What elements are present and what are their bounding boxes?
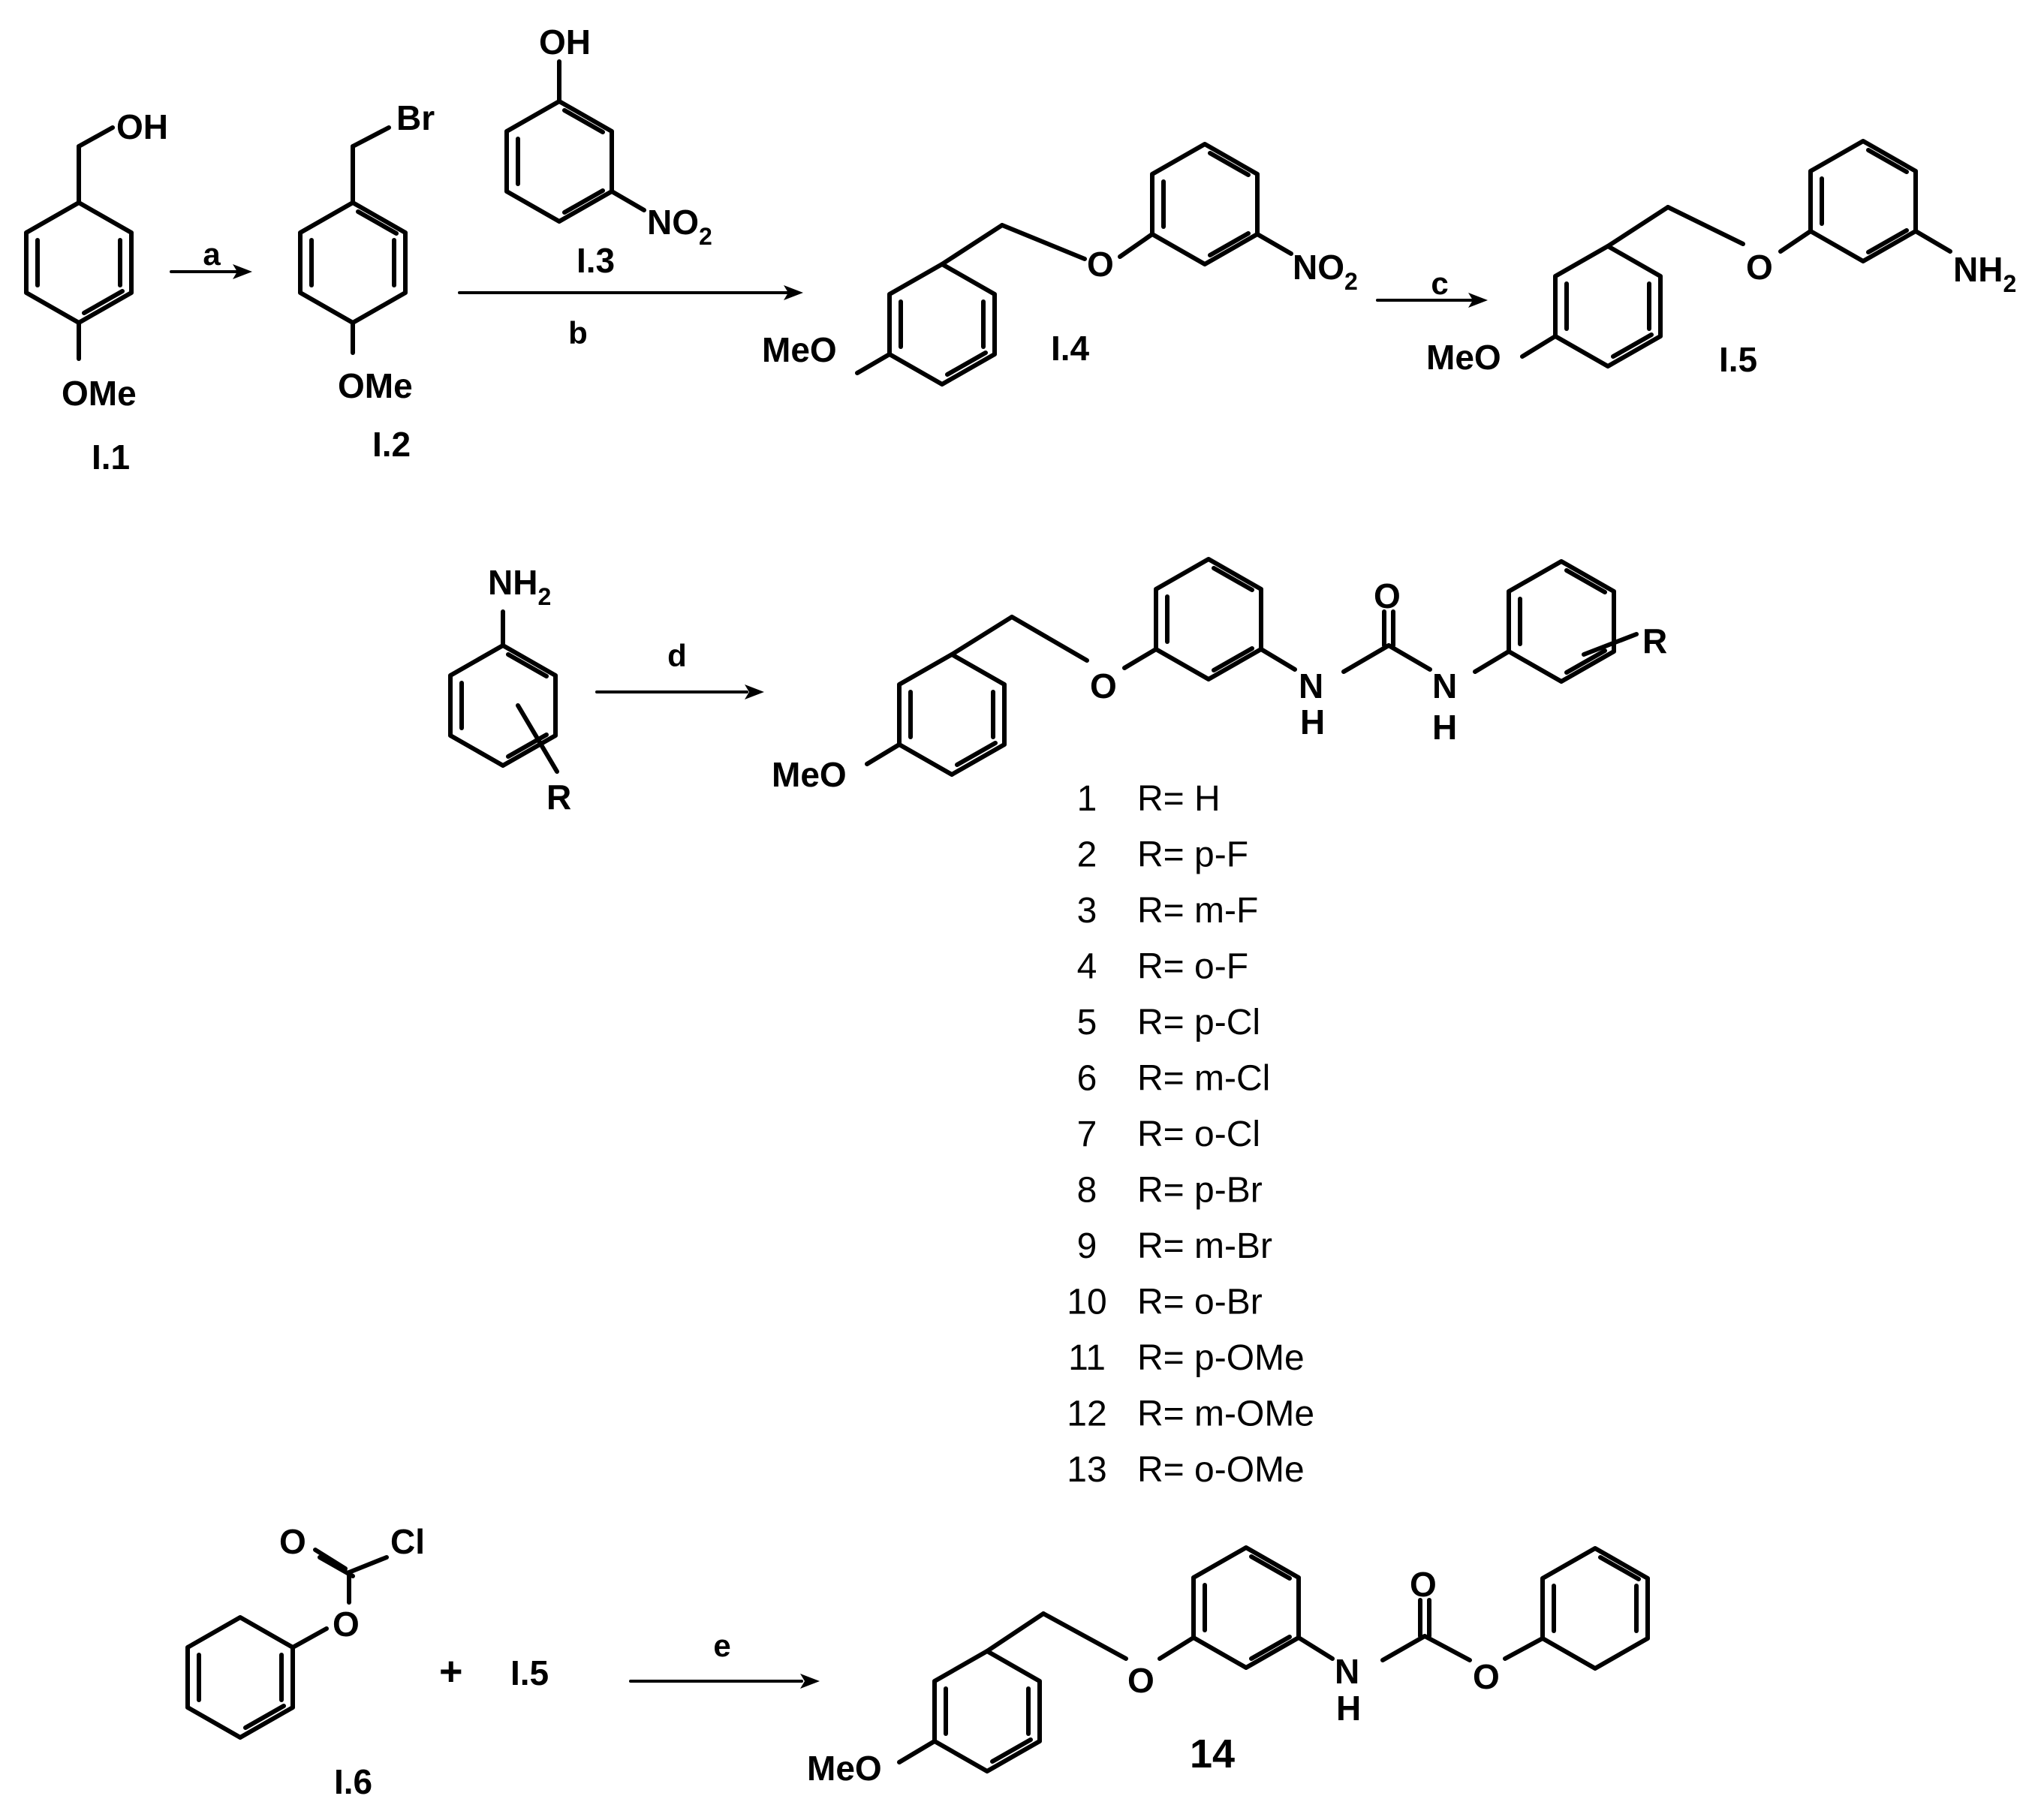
ester-oxygen-label: O xyxy=(333,1605,360,1644)
arrow-a: a xyxy=(170,236,252,279)
arrow-c: c xyxy=(1376,266,1488,308)
ether-oxygen-label: O xyxy=(1127,1661,1154,1700)
ether-oxygen-label: O xyxy=(1746,248,1773,287)
substituent-value: R= m-Br xyxy=(1137,1226,1272,1266)
nitro-atom-label: NO2 xyxy=(647,203,712,250)
compound-label-I4: I.4 xyxy=(1051,329,1090,368)
hydroxyl-atom-label: OH xyxy=(539,23,591,62)
compound-number: 11 xyxy=(1068,1338,1106,1378)
methoxy-atom-label: MeO xyxy=(807,1749,882,1788)
substituent-value: R= m-F xyxy=(1137,891,1258,931)
substituent-value: R= o-OMe xyxy=(1137,1450,1305,1490)
compound-number: 9 xyxy=(1077,1226,1097,1266)
substituent-value: R= p-OMe xyxy=(1137,1338,1305,1378)
nitro-atom-label: NO2 xyxy=(1293,248,1358,295)
ether-oxygen-label: O xyxy=(1087,245,1114,284)
compound-number: 6 xyxy=(1077,1059,1097,1099)
compound-label-I2: I.2 xyxy=(372,425,411,464)
carbonyl-oxygen-label: O xyxy=(1374,576,1401,615)
reagent-label-c: c xyxy=(1431,266,1448,301)
compound-number: 3 xyxy=(1077,891,1097,931)
reagent-label-b: b xyxy=(568,315,588,350)
reagent-compound-I5: I.5 xyxy=(510,1653,549,1692)
compound-number: 5 xyxy=(1077,1003,1097,1042)
urea-nitrogen-label: N xyxy=(1299,666,1323,705)
bromo-atom-label: Br xyxy=(396,98,435,137)
reagent-label-d: d xyxy=(667,638,687,673)
compound-label-I6: I.6 xyxy=(334,1762,372,1801)
arrow-b: b xyxy=(458,285,803,350)
carbamate-14-structure: O O N H O MeO 14 xyxy=(807,1545,1650,1788)
amino-atom-label: NH2 xyxy=(488,563,551,610)
amino-atom-label: NH2 xyxy=(1953,250,2016,297)
compound-I6-structure: O Cl O I.6 xyxy=(185,1522,425,1801)
urea-nitrogen-label: N xyxy=(1432,666,1457,705)
substituted-aniline-structure: NH2 R xyxy=(448,563,571,817)
compound-I3-structure: OH NO2 I.3 xyxy=(504,23,712,280)
substituent-value: R= p-Cl xyxy=(1137,1003,1260,1042)
urea-product-structure: O O N H N H R MeO xyxy=(772,557,1667,794)
carbamate-nitrogen-label: N xyxy=(1335,1652,1359,1691)
reagent-label-a: a xyxy=(203,236,221,272)
substituent-value: R= o-F xyxy=(1137,947,1248,987)
compound-number: 1 xyxy=(1077,779,1097,819)
substituent-table: 1 R= H 2 R= p-F 3 R= m-F 4 R= o-F 5 R= p-Cl 6 R= m-… xyxy=(1067,779,1314,1490)
plus-sign: + xyxy=(439,1649,463,1694)
substituent-r-label: R xyxy=(546,778,571,817)
compound-number: 13 xyxy=(1067,1450,1106,1490)
compound-I4-structure: O NO2 MeO I.4 xyxy=(762,142,1358,387)
arrow-d: d xyxy=(595,638,764,699)
urea-hydrogen-label: H xyxy=(1300,702,1325,742)
compound-label-I5: I.5 xyxy=(1719,340,1757,379)
substituent-value: R= o-Cl xyxy=(1137,1115,1260,1154)
methoxy-atom-label: OMe xyxy=(338,366,413,405)
reagent-label-e: e xyxy=(713,1628,730,1663)
ester-oxygen-label: O xyxy=(1473,1657,1500,1696)
compound-number: 4 xyxy=(1077,947,1097,987)
compound-label-I1: I.1 xyxy=(92,438,130,477)
carbamate-hydrogen-label: H xyxy=(1336,1689,1361,1728)
substituent-value: R= o-Br xyxy=(1137,1283,1263,1322)
compound-number: 7 xyxy=(1077,1115,1097,1154)
hydroxyl-atom-label: OH xyxy=(116,107,168,146)
substituent-value: R= m-OMe xyxy=(1137,1394,1314,1434)
compound-label-14: 14 xyxy=(1190,1731,1235,1776)
carbonyl-oxygen-label: O xyxy=(279,1522,306,1561)
urea-hydrogen-label: H xyxy=(1432,708,1457,747)
ether-oxygen-label: O xyxy=(1090,666,1117,705)
arrow-e: e xyxy=(629,1628,820,1689)
carbonyl-oxygen-label: O xyxy=(1410,1565,1437,1604)
methoxy-atom-label: MeO xyxy=(1426,338,1501,377)
methoxy-atom-label: MeO xyxy=(772,755,847,794)
substituent-value: R= m-Cl xyxy=(1137,1059,1270,1099)
compound-number: 2 xyxy=(1077,835,1097,875)
compound-number: 8 xyxy=(1077,1171,1097,1211)
substituent-value: R= p-F xyxy=(1137,835,1248,875)
substituent-value: R= H xyxy=(1137,779,1221,819)
compound-I1-structure: OH OMe I.1 xyxy=(24,107,168,477)
compound-number: 10 xyxy=(1067,1283,1106,1322)
methoxy-atom-label: MeO xyxy=(762,330,837,369)
compound-I5-structure: O NH2 MeO I.5 xyxy=(1426,139,2016,379)
chloro-atom-label: Cl xyxy=(390,1522,425,1561)
methoxy-atom-label: OMe xyxy=(62,374,137,413)
substituent-r-label: R xyxy=(1642,621,1667,660)
compound-I2-structure: Br OMe I.2 xyxy=(298,98,435,464)
compound-label-I3: I.3 xyxy=(576,241,615,280)
substituent-value: R= p-Br xyxy=(1137,1171,1263,1211)
compound-number: 12 xyxy=(1067,1394,1106,1434)
